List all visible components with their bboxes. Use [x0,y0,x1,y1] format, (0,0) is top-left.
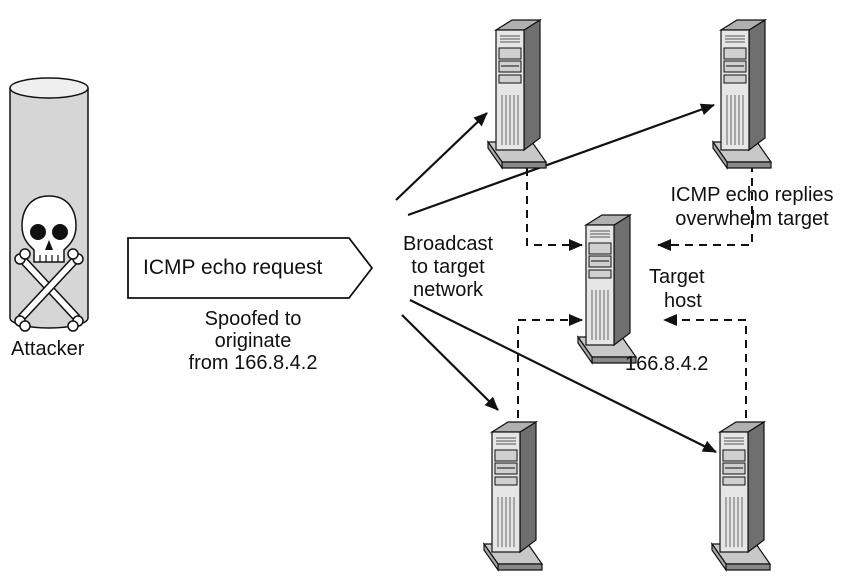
server-top-left [487,19,547,169]
server-bottom-right [711,421,771,571]
server-bottom-left [483,421,543,571]
skull-crossbones-icon [9,77,89,332]
arrow-to-top-left-server [395,112,488,201]
attacker-label: Attacker [11,338,85,360]
arrow-to-bottom-right-server [409,299,717,453]
broadcast-line2: to target [411,256,485,278]
target-label-line1: Target [649,266,705,288]
echo-replies-lines [517,150,753,418]
replies-line2: overwhelm target [675,208,829,230]
reply-line-bottom-left [517,314,583,418]
arrow-to-top-right-server [407,103,715,217]
spoof-note-line3: from 166.8.4.2 [188,352,318,374]
reply-line-top-left [526,168,583,251]
arrow-to-bottom-left-server [401,314,499,411]
target-label-line2: host [664,290,702,312]
broadcast-line1: Broadcast [402,233,494,255]
packet-label: ICMP echo request [143,256,323,279]
target-host-server [577,214,637,364]
target-ip-label: 166.8.4.2 [625,353,709,375]
reply-line-top-right [657,150,753,251]
reply-line-bottom-right [663,314,747,418]
icmp-packet-arrow [127,237,374,299]
broadcast-arrows [395,103,717,453]
replies-line1: ICMP echo replies [670,184,834,206]
broadcast-line3: network [412,279,484,301]
spoof-note-line1: Spoofed to [204,308,302,330]
server-top-right [712,19,772,169]
spoof-note-line2: originate [214,330,292,352]
